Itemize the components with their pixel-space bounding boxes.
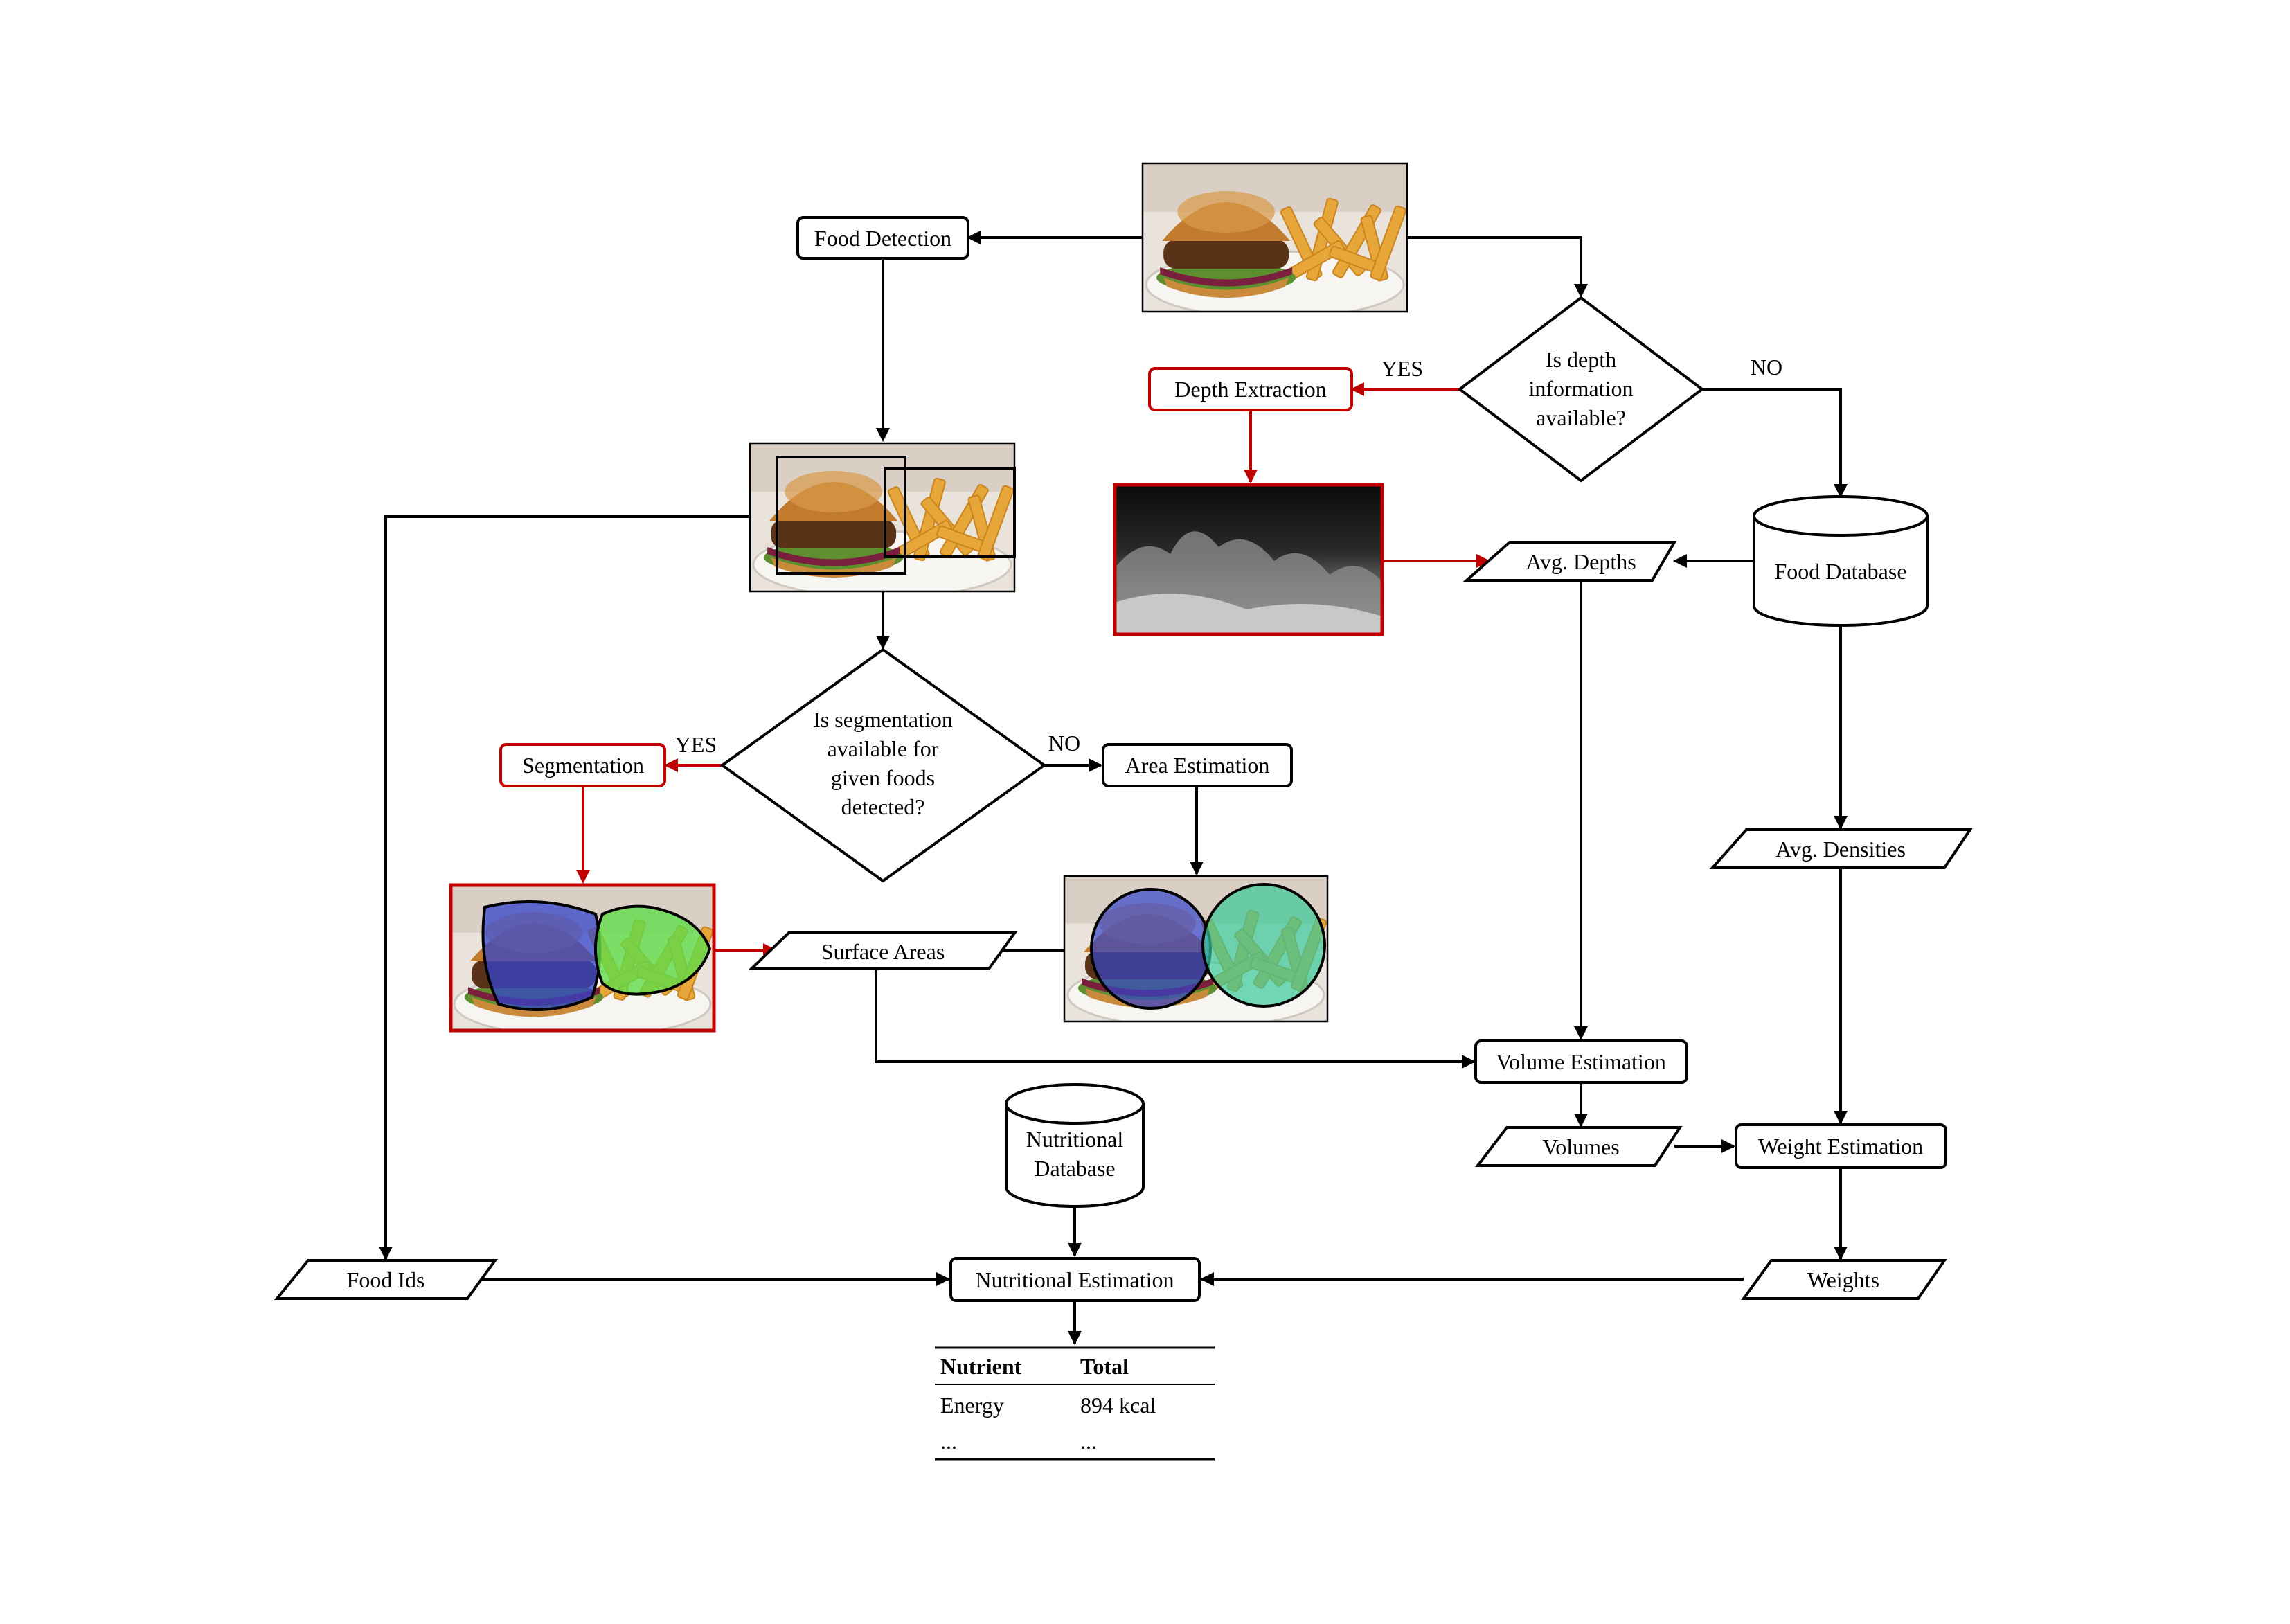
seg-question-line-4: detected? [841,794,925,819]
weight-estimation-label: Weight Estimation [1758,1134,1923,1159]
food-ids-label: Food Ids [347,1267,425,1292]
edge-input-to-depth-question [1407,236,1588,298]
area-estimation-node: Area Estimation [1102,743,1293,787]
volume-estimation-node: Volume Estimation [1474,1039,1688,1084]
volumes-node: Volumes [1474,1126,1683,1167]
input-food-image [1141,162,1408,313]
depth-extraction-label: Depth Extraction [1174,377,1326,402]
table-cell-energy: Energy [940,1393,1004,1418]
food-detection-node: Food Detection [796,216,969,260]
depth-map-image [1113,483,1384,636]
volumes-label: Volumes [1542,1134,1619,1159]
segmentation-question-node: Is segmentation available for given food… [719,648,1047,883]
volume-estimation-label: Volume Estimation [1496,1049,1666,1074]
surface-areas-node: Surface Areas [748,931,1018,970]
weights-node: Weights [1741,1259,1947,1300]
food-database-node: Food Database [1753,495,1929,627]
depth-yes-label: YES [1381,356,1423,381]
surface-areas-label: Surface Areas [821,939,945,964]
nutritional-database-node: Nutritional Database [1005,1083,1145,1208]
segmentation-node: Segmentation [499,743,666,787]
table-cell-energy-total: 894 kcal [1080,1393,1156,1418]
segmentation-label: Segmentation [522,753,644,778]
edge-image-to-food-ids [379,515,750,1260]
food-ids-node: Food Ids [274,1259,498,1300]
depth-extraction-node: Depth Extraction [1148,367,1353,411]
seg-question-line-1: Is segmentation [813,707,953,732]
nutritional-database-line-1: Nutritional [1026,1127,1124,1152]
depth-question-node: Is depth information available? [1457,296,1705,483]
avg-densities-node: Avg. Densities [1709,828,1973,869]
nutritional-estimation-node: Nutritional Estimation [949,1257,1201,1302]
seg-yes-label: YES [675,732,717,757]
area-estimation-label: Area Estimation [1125,753,1270,778]
segmentation-image [449,883,716,1033]
nutrition-results-table: Nutrient Total Energy 894 kcal ... ... [935,1346,1215,1461]
bounding-box-fries [884,467,1016,558]
weights-label: Weights [1807,1267,1879,1292]
seg-question-line-2: available for [828,736,939,761]
area-estimation-image [1063,875,1329,1023]
depth-question-line-1: Is depth [1546,347,1616,372]
bounding-box-burger [776,456,906,575]
nutritional-database-line-2: Database [1034,1156,1115,1181]
table-header-nutrient: Nutrient [940,1354,1022,1379]
avg-densities-label: Avg. Densities [1775,837,1906,862]
seg-no-label: NO [1048,731,1080,756]
avg-depths-node: Avg. Depths [1462,541,1677,582]
edge-depth-no [1702,388,1848,498]
table-cell-ellipsis-total: ... [1080,1429,1097,1454]
nutritional-estimation-label: Nutritional Estimation [975,1267,1174,1292]
food-detection-label: Food Detection [814,226,951,251]
depth-question-line-3: available? [1536,405,1626,430]
food-database-label: Food Database [1774,559,1906,584]
seg-question-line-3: given foods [831,765,935,790]
depth-question-line-2: information [1528,376,1633,401]
table-cell-ellipsis: ... [940,1429,957,1454]
edge-surface-to-volume [875,969,1476,1069]
table-header-total: Total [1080,1354,1129,1379]
weight-estimation-node: Weight Estimation [1735,1123,1947,1169]
avg-depths-label: Avg. Depths [1526,549,1636,574]
depth-no-label: NO [1751,355,1782,380]
detection-result-image [749,442,1016,593]
